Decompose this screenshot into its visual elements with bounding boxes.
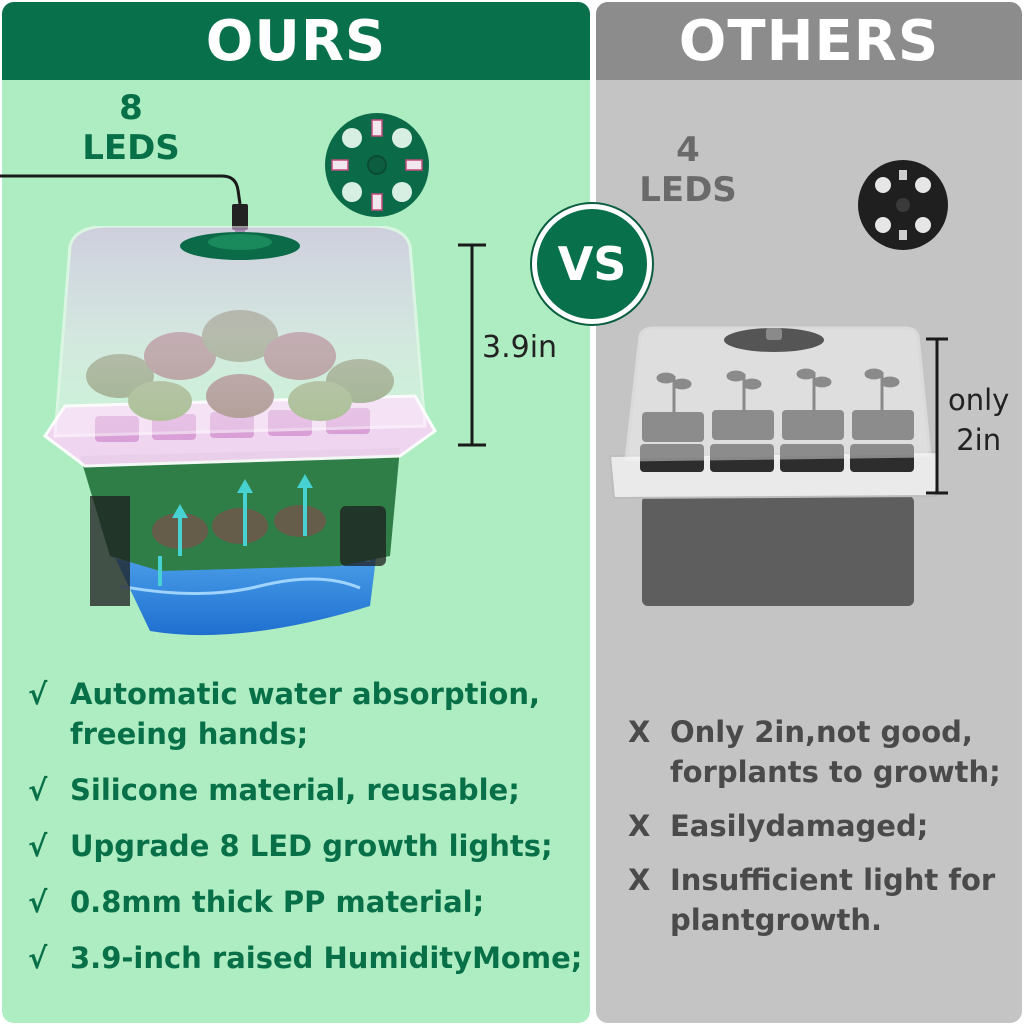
feature-line: Only 2in,not good, — [670, 715, 973, 749]
feature-text: 0.8mm thick PP material; — [70, 882, 588, 922]
feature-line: 3.9-inch raised HumidityMome; — [70, 941, 583, 975]
others-dome-height-line2: 2in — [956, 423, 1002, 457]
feature-line: Insufficient light for — [670, 863, 996, 897]
ours-led-count: 8 LEDS — [76, 88, 186, 168]
others-led-number: 4 — [676, 130, 700, 170]
list-item: X Only 2in,not good, forplants to growth… — [628, 712, 1018, 792]
list-item: √ 0.8mm thick PP material; — [28, 882, 588, 922]
vs-badge: VS — [532, 204, 652, 324]
check-mark-icon: √ — [28, 885, 48, 919]
ours-header: OURS — [2, 2, 590, 80]
seed-tray-others-image — [608, 326, 940, 606]
height-bracket-icon — [458, 243, 486, 447]
others-feature-list: X Only 2in,not good, forplants to growth… — [628, 712, 1018, 954]
ours-dome-height: 3.9in — [482, 330, 558, 365]
feature-line: Upgrade 8 LED growth lights; — [70, 829, 553, 863]
feature-line: Silicone material, reusable; — [70, 773, 520, 807]
feature-line: Automatic water absorption, — [70, 677, 541, 711]
feature-text: Upgrade 8 LED growth lights; — [70, 826, 588, 866]
others-header: OTHERS — [596, 2, 1022, 80]
feature-text: Automatic water absorption, freeing hand… — [70, 674, 588, 754]
others-panel: OTHERS — [596, 2, 1022, 1023]
others-dome-height: only 2in — [948, 380, 1009, 460]
feature-text: Only 2in,not good, forplants to growth; — [670, 712, 1018, 792]
others-led-label: LEDS — [639, 170, 737, 210]
ours-led-number: 8 — [119, 88, 143, 128]
feature-text: Silicone material, reusable; — [70, 770, 588, 810]
led-disc-8-icon — [325, 113, 429, 217]
feature-line: 0.8mm thick PP material; — [70, 885, 485, 919]
check-mark-icon: √ — [28, 677, 48, 711]
height-bracket-icon — [926, 337, 948, 495]
seed-tray-ours-image — [42, 226, 437, 636]
led-disc-4-icon — [858, 160, 948, 250]
feature-line: freeing hands; — [70, 717, 309, 751]
feature-line: Easilydamaged; — [670, 809, 929, 843]
check-mark-icon: √ — [28, 941, 48, 975]
feature-line: forplants to growth; — [670, 755, 1001, 789]
feature-text: Insufficient light for plantgrowth. — [670, 860, 1018, 940]
feature-text: 3.9-inch raised HumidityMome; — [70, 938, 588, 978]
x-mark-icon: X — [628, 715, 651, 749]
list-item: √ Upgrade 8 LED growth lights; — [28, 826, 588, 866]
check-mark-icon: √ — [28, 829, 48, 863]
feature-text: Easilydamaged; — [670, 806, 1018, 846]
ours-feature-list: √ Automatic water absorption, freeing ha… — [28, 674, 588, 994]
x-mark-icon: X — [628, 863, 651, 897]
feature-line: plantgrowth. — [670, 903, 883, 937]
x-mark-icon: X — [628, 809, 651, 843]
list-item: X Easilydamaged; — [628, 806, 1018, 846]
list-item: X Insufficient light for plantgrowth. — [628, 860, 1018, 940]
ours-led-label: LEDS — [82, 128, 180, 168]
list-item: √ 3.9-inch raised HumidityMome; — [28, 938, 588, 978]
list-item: √ Automatic water absorption, freeing ha… — [28, 674, 588, 754]
list-item: √ Silicone material, reusable; — [28, 770, 588, 810]
others-dome-height-line1: only — [948, 383, 1010, 417]
others-led-count: 4 LEDS — [630, 130, 746, 210]
check-mark-icon: √ — [28, 773, 48, 807]
